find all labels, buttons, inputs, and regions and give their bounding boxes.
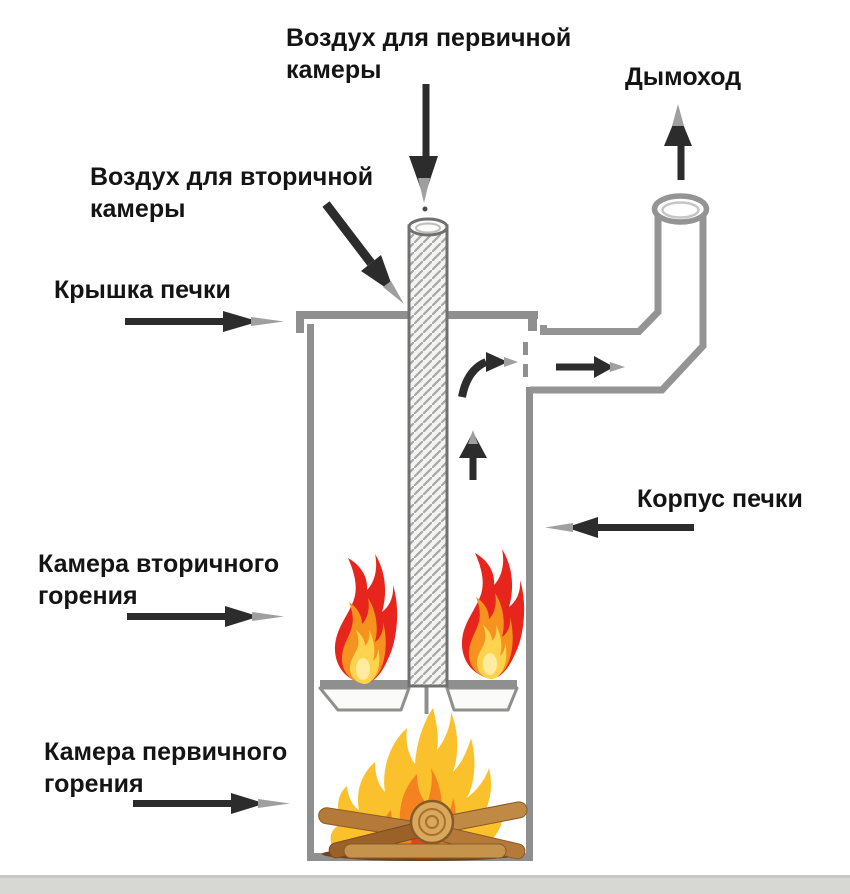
secondary-flame-right xyxy=(461,549,525,679)
arrow-shaft xyxy=(133,800,231,807)
floor-shadow-edge xyxy=(0,875,850,878)
arrow-shaft xyxy=(322,201,375,266)
arrow-shaft xyxy=(677,140,685,180)
log xyxy=(343,843,507,859)
label-primary-air: Воздух для первичной камеры xyxy=(286,22,571,86)
arrow-dot xyxy=(422,206,428,212)
label-line: Воздух для первичной xyxy=(286,24,572,52)
lid-pointer-arrow xyxy=(125,311,284,332)
updraft-flow-arrow xyxy=(459,430,487,480)
feed-tube-body xyxy=(407,224,449,688)
feed-tube xyxy=(407,217,449,688)
label-secondary-air: Воздух для вторичной камеры xyxy=(90,161,373,225)
label-primary-chamber: Камера первичного горения xyxy=(44,736,287,800)
arrow-tip xyxy=(672,104,684,126)
arrow-tip xyxy=(504,357,518,367)
duct-flow-arrow xyxy=(556,356,625,378)
log-ring xyxy=(425,815,439,829)
label-line: Воздух для вторичной xyxy=(90,163,374,191)
arrow-tip xyxy=(252,612,284,621)
chimney-flow-arrow xyxy=(664,104,692,180)
arrow-shaft xyxy=(556,363,594,371)
baffle-right xyxy=(447,680,517,688)
updraft-turn-arrow xyxy=(458,352,518,398)
label-line: Камера первичного xyxy=(44,738,288,766)
baffle-left xyxy=(320,680,409,688)
arrow-tip xyxy=(610,362,625,372)
duct-top-wall xyxy=(540,215,662,335)
stove-left-wall xyxy=(307,324,314,860)
tray-left xyxy=(318,686,411,712)
label-line: Крышка печки xyxy=(54,276,231,304)
arrow-head xyxy=(231,793,265,814)
label-line: горения xyxy=(44,770,144,798)
arrow-shaft xyxy=(469,452,477,480)
arrow-tip xyxy=(383,281,404,304)
label-line: Дымоход xyxy=(625,63,742,91)
label-chimney: Дымоход xyxy=(625,61,741,93)
log-cut-face xyxy=(409,799,455,845)
primary-chamber-pointer-arrow xyxy=(133,793,290,814)
secondary-flame-left xyxy=(334,554,398,684)
arrow-head xyxy=(361,255,395,294)
lid-right-flange xyxy=(528,319,537,331)
label-line: Камера вторичного xyxy=(38,550,280,578)
arrow-head xyxy=(223,311,259,332)
label-stove-body: Корпус печки xyxy=(637,483,803,515)
feed-tube-rim-inner xyxy=(415,222,441,234)
label-line: камеры xyxy=(90,195,186,223)
arrow-tip xyxy=(258,799,290,808)
arrow-head xyxy=(664,112,692,146)
tray-right xyxy=(445,686,519,712)
arrow-head xyxy=(486,352,508,372)
arrow-tip xyxy=(545,523,573,532)
primary-fire xyxy=(318,708,528,861)
arrow-shaft xyxy=(422,84,430,160)
lid-left-flange xyxy=(296,319,304,333)
chimney-opening-inner xyxy=(661,201,700,219)
stove-right-wall xyxy=(526,387,533,860)
secondary-air-arrow xyxy=(322,201,404,304)
arrow-head xyxy=(409,156,438,198)
chimney-pipe xyxy=(530,193,710,394)
arrow-shaft xyxy=(127,613,225,620)
firewood-logs xyxy=(318,799,528,860)
baffle-assembly xyxy=(318,680,519,714)
body-pointer-arrow xyxy=(545,517,694,538)
arrow-tip xyxy=(468,430,478,444)
floor-shadow-strip xyxy=(0,877,850,894)
primary-air-arrow xyxy=(409,84,438,212)
label-stove-lid: Крышка печки xyxy=(54,274,231,306)
arrow-head xyxy=(459,432,487,458)
arrow-curve xyxy=(458,358,488,398)
log-ring xyxy=(418,808,446,836)
arrow-tip xyxy=(418,178,430,203)
secondary-chamber-pointer-arrow xyxy=(127,606,284,627)
arrow-head xyxy=(566,517,598,538)
duct-bottom-wall xyxy=(530,215,707,394)
arrow-head xyxy=(225,606,259,627)
label-secondary-chamber: Камера вторичного горения xyxy=(38,548,279,612)
label-line: горения xyxy=(38,582,138,610)
arrow-shaft xyxy=(598,524,694,531)
arrow-tip xyxy=(251,317,284,326)
label-line: камеры xyxy=(286,56,382,84)
arrow-head xyxy=(594,356,614,378)
arrow-shaft xyxy=(125,318,223,325)
label-line: Корпус печки xyxy=(637,485,803,513)
